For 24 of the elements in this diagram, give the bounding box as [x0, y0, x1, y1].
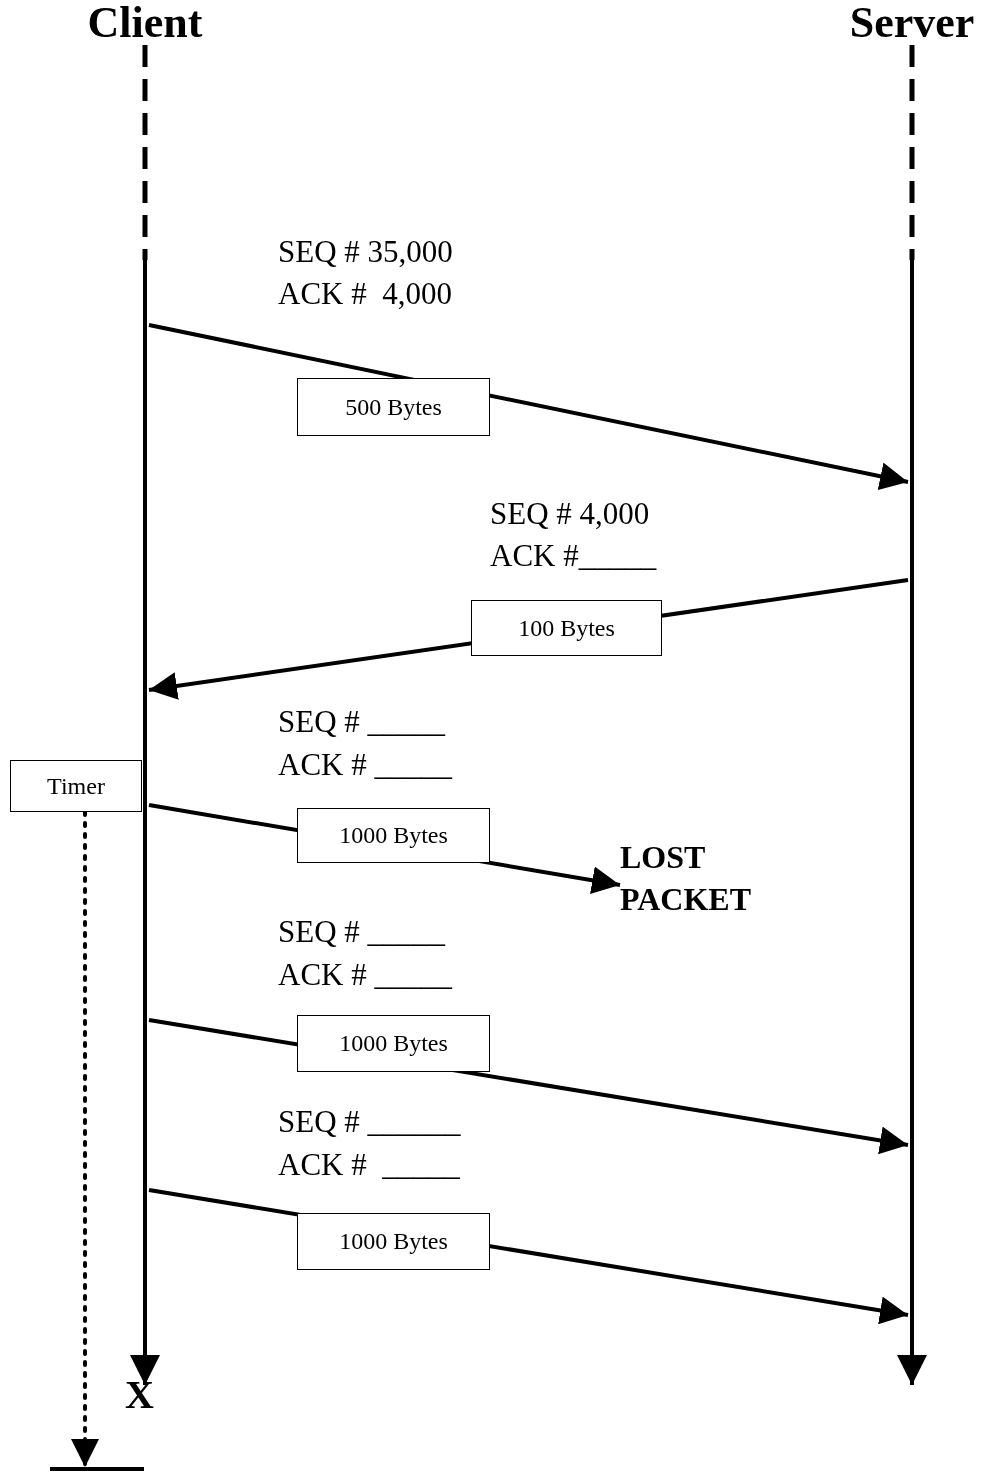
packet-label: 1000 Bytes	[297, 1015, 490, 1072]
packet-label: 500 Bytes	[297, 378, 490, 436]
header-field: SEQ # _____	[278, 705, 446, 739]
baseline-bar	[50, 1467, 144, 1471]
header-field: ACK # _____	[278, 1148, 460, 1182]
header-field: ACK # _____	[278, 958, 452, 992]
lifeline-heading: Server	[849, 0, 975, 46]
header-field: SEQ # 35,000	[278, 235, 453, 269]
header-field: ACK # _____	[278, 748, 452, 782]
packet-label: 1000 Bytes	[297, 1213, 490, 1270]
box-text: Timer	[47, 772, 105, 800]
header-field: ACK # 4,000	[278, 277, 452, 311]
packet-label: 100 Bytes	[471, 600, 662, 656]
end-mark: X	[125, 1378, 154, 1412]
message-arrow	[148, 323, 909, 491]
header-field: ACK #_____	[490, 539, 657, 573]
header-field: SEQ # _____	[278, 915, 446, 949]
timer-box	[10, 760, 142, 812]
header-field: SEQ # 4,000	[490, 497, 650, 531]
lifeline-heading: Client	[87, 0, 203, 46]
packet-label: 1000 Bytes	[297, 808, 490, 863]
status-text: LOST PACKET	[620, 836, 820, 916]
timer-arrow	[71, 810, 99, 1469]
header-field: SEQ # ______	[278, 1105, 461, 1139]
